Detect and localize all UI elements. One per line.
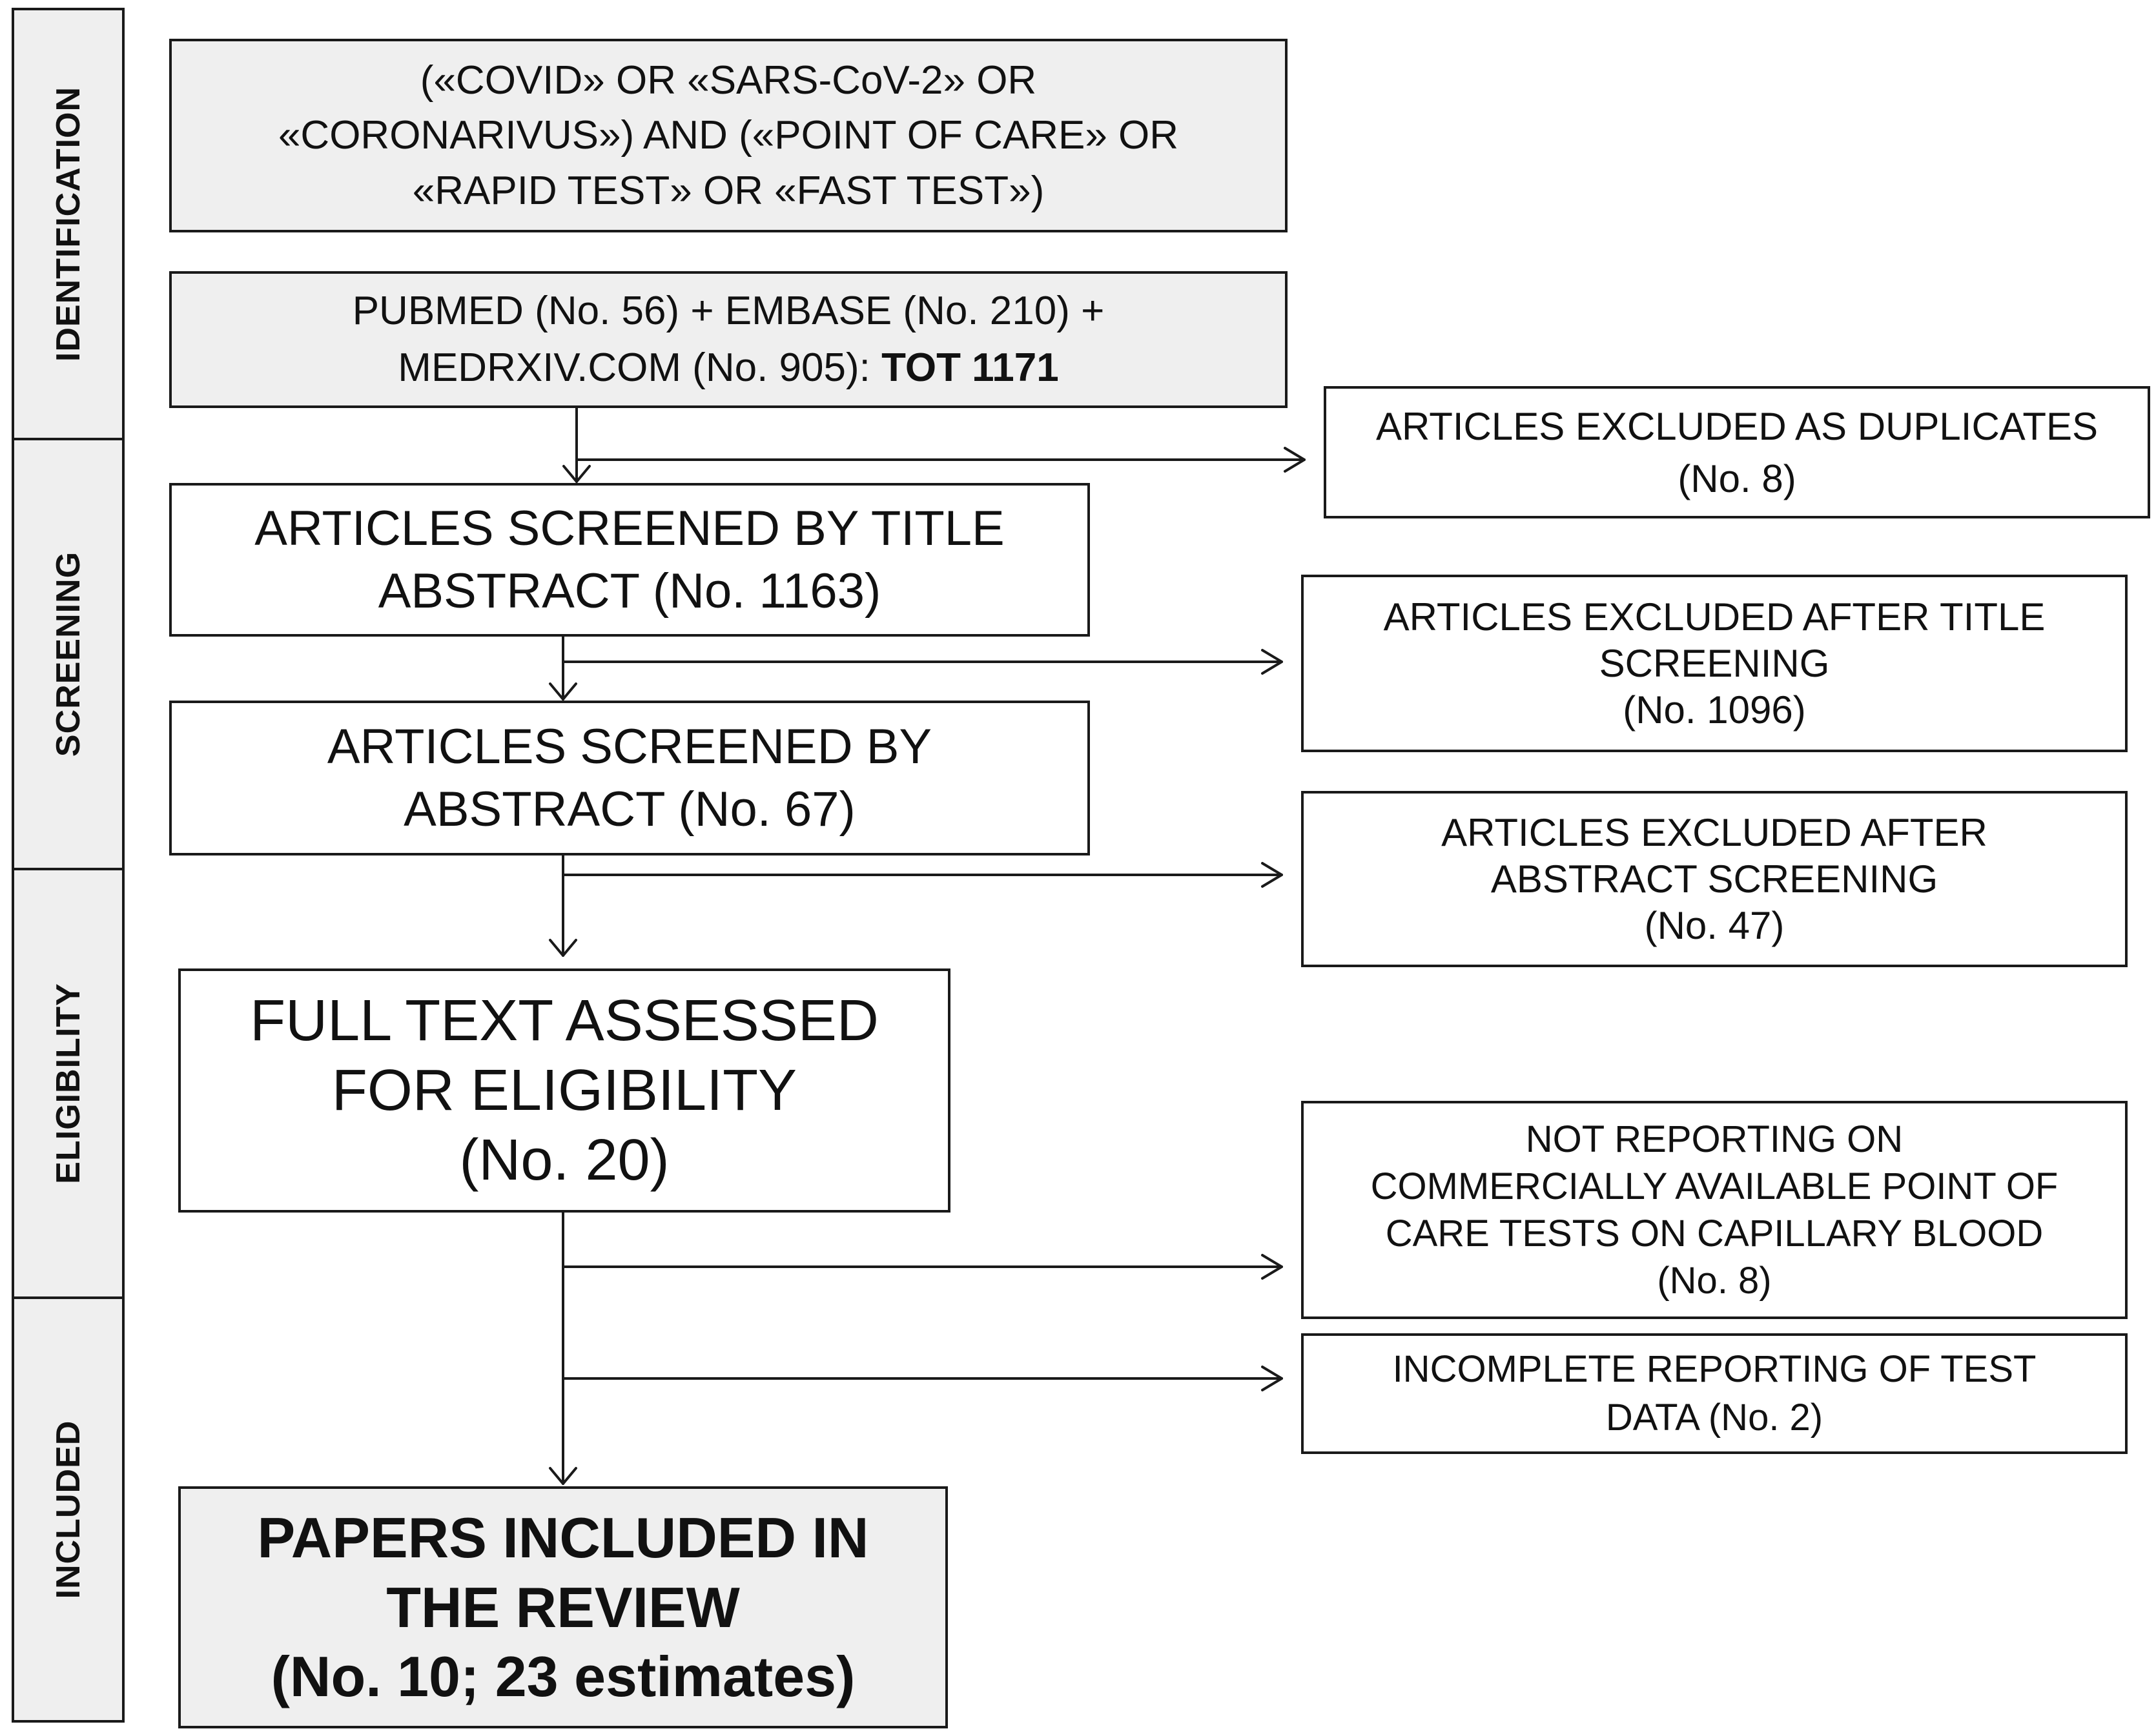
- arrowhead-full-text: [549, 939, 577, 957]
- excluded-incomplete-text: INCOMPLETE REPORTING OF TEST DATA (No. 2…: [1392, 1348, 2037, 1439]
- databases-total: TOT 1171: [881, 345, 1059, 390]
- excluded-abstract-box: ARTICLES EXCLUDED AFTER ABSTRACT SCREENI…: [1301, 791, 2128, 967]
- excluded-not-reporting-text: NOT REPORTING ON COMMERCIALLY AVAILABLE …: [1370, 1118, 2058, 1302]
- databases-box: PUBMED (No. 56) + EMBASE (No. 210) + MEDR…: [169, 271, 1288, 408]
- arrowhead-screened-title: [562, 465, 591, 483]
- excluded-title-text: ARTICLES EXCLUDED AFTER TITLE SCREENING …: [1383, 595, 2046, 732]
- arrowhead-not-reporting: [1261, 1254, 1283, 1280]
- excluded-duplicates-text: ARTICLES EXCLUDED AS DUPLICATES (No. 8): [1375, 404, 2099, 500]
- arrowhead-incomplete: [1261, 1366, 1283, 1391]
- stage-included: INCLUDED: [12, 1296, 125, 1723]
- excluded-not-reporting-box: NOT REPORTING ON COMMERCIALLY AVAILABLE …: [1301, 1101, 2128, 1319]
- included-box: PAPERS INCLUDED IN THE REVIEW (No. 10; 2…: [178, 1486, 948, 1728]
- excluded-duplicates-box: ARTICLES EXCLUDED AS DUPLICATES (No. 8): [1324, 386, 2150, 518]
- arrowhead-duplicates: [1284, 447, 1306, 473]
- arrowhead-screened-abstract: [549, 682, 577, 701]
- databases-text: PUBMED (No. 56) + EMBASE (No. 210) + MEDR…: [353, 283, 1105, 396]
- databases-line-1: PUBMED (No. 56) + EMBASE (No. 210) +: [352, 288, 1105, 333]
- screened-title-box: ARTICLES SCREENED BY TITLE ABSTRACT (No.…: [169, 483, 1090, 637]
- excluded-title-box: ARTICLES EXCLUDED AFTER TITLE SCREENING …: [1301, 575, 2128, 752]
- excluded-incomplete-box: INCOMPLETE REPORTING OF TEST DATA (No. 2…: [1301, 1333, 2128, 1454]
- search-query-text: («COVID» OR «SARS-CoV-2» OR «CORONARIVUS…: [278, 57, 1179, 213]
- stage-identification: IDENTIFICATION: [12, 8, 125, 440]
- arrowhead-excluded-abstract: [1261, 862, 1283, 888]
- full-text-box: FULL TEXT ASSESSED FOR ELIGIBILITY (No. …: [178, 968, 950, 1213]
- excluded-abstract-text: ARTICLES EXCLUDED AFTER ABSTRACT SCREENI…: [1441, 810, 1987, 947]
- screened-title-text: ARTICLES SCREENED BY TITLE ABSTRACT (No.…: [254, 500, 1005, 619]
- included-text: PAPERS INCLUDED IN THE REVIEW (No. 10; 2…: [257, 1506, 869, 1709]
- full-text-text: FULL TEXT ASSESSED FOR ELIGIBILITY (No. …: [250, 988, 879, 1193]
- stage-screening: SCREENING: [12, 438, 125, 870]
- arrowhead-included: [549, 1467, 577, 1485]
- search-query-box: («COVID» OR «SARS-CoV-2» OR «CORONARIVUS…: [169, 39, 1288, 232]
- screened-abstract-box: ARTICLES SCREENED BY ABSTRACT (No. 67): [169, 701, 1090, 855]
- databases-line-2: MEDRXIV.COM (No. 905):: [398, 345, 882, 390]
- screened-abstract-text: ARTICLES SCREENED BY ABSTRACT (No. 67): [327, 719, 932, 837]
- arrowhead-excluded-title: [1261, 649, 1283, 675]
